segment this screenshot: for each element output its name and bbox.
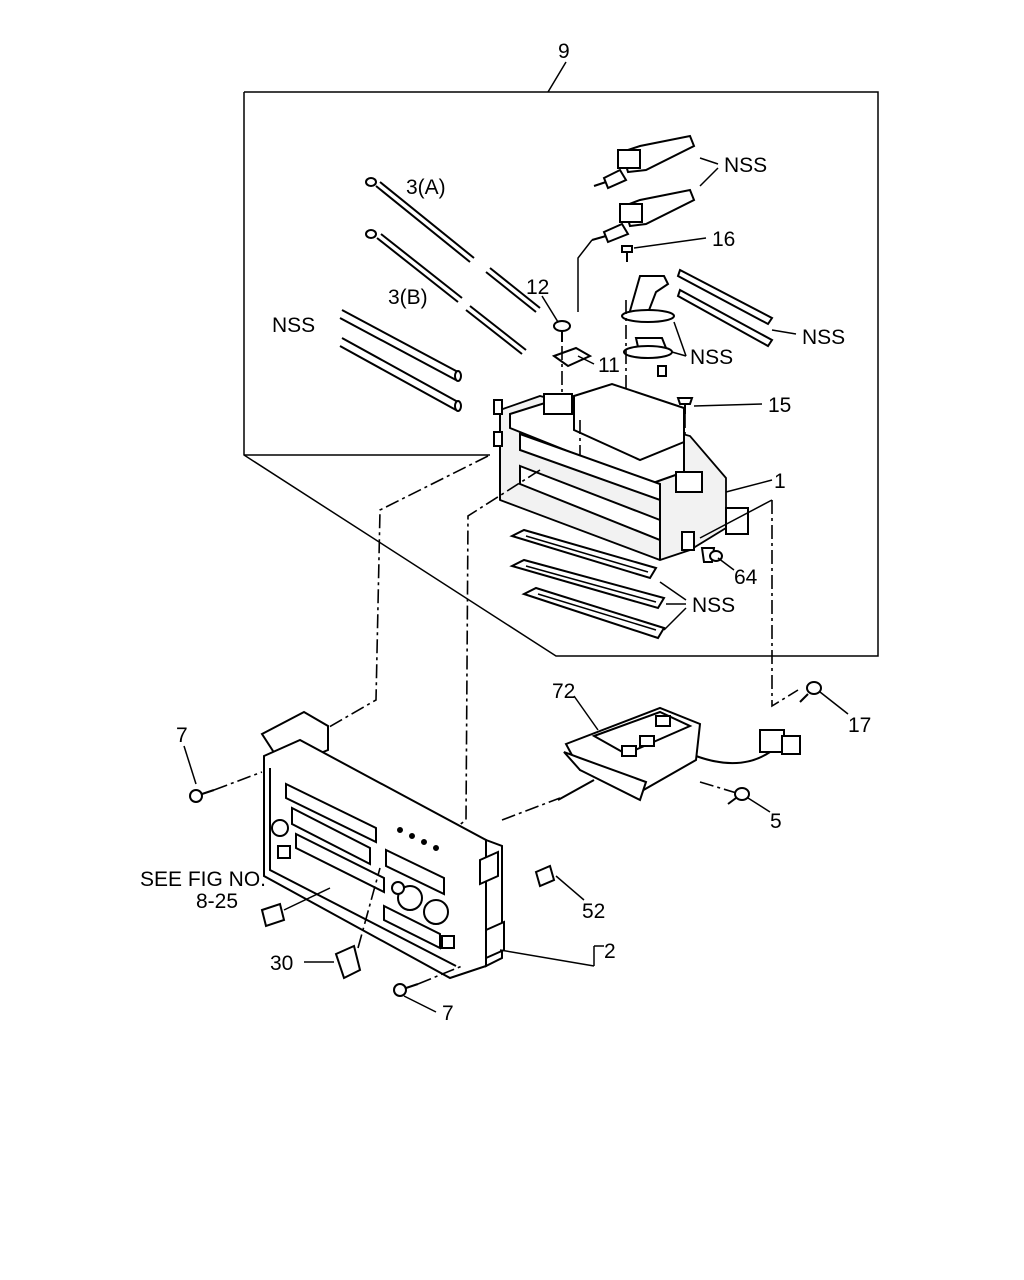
clip-11 [551,346,595,400]
label-nss-levers: NSS [690,346,733,369]
screw-7-bottom [393,965,463,1013]
label-panel-2: 2 [604,940,616,963]
label-screw-7-top: 7 [176,724,188,747]
label-nss-connectors: NSS [724,154,767,177]
blower-switch-72 [557,695,801,802]
nss-connectors [577,134,719,312]
label-assembly-9: 9 [558,40,570,63]
screw-12 [541,295,571,342]
control-panel-2 [260,710,604,980]
label-see-fig-line2: 8-25 [196,890,238,913]
knob-ref-8-25 [260,887,331,928]
screw-7-top [183,745,263,803]
knob-52 [534,864,585,901]
nss-rods-right [676,268,797,348]
label-screw-64: 64 [734,566,758,589]
assembly-9-outline [243,61,879,657]
label-nss-slides: NSS [692,594,735,617]
nss-levers [621,275,687,428]
control-housing-1 [493,382,773,561]
control-rods-3 [365,177,541,355]
screw-16 [621,237,707,262]
label-screw-15: 15 [768,394,791,417]
label-part-11: 11 [598,354,620,377]
label-blower-72: 72 [552,680,575,703]
label-nss-rods-left: NSS [272,314,315,337]
label-knob-30: 30 [270,952,293,975]
leader-lines [323,420,799,833]
nss-rods-left [339,309,462,412]
label-rod-3a: 3(A) [406,176,446,199]
label-nss-rods-right: NSS [802,326,845,349]
label-screw-16: 16 [712,228,735,251]
screw-5 [727,787,771,813]
label-rod-3b: 3(B) [388,286,428,309]
label-screw-7-bottom: 7 [442,1002,454,1025]
label-see-fig-line1: SEE FIG NO. [140,868,266,891]
label-housing-1: 1 [774,470,786,493]
label-screw-5: 5 [770,810,782,833]
screw-17 [799,681,849,715]
label-knob-52: 52 [582,900,605,923]
nss-slides [509,528,687,640]
knob-30 [304,867,381,980]
label-screw-17: 17 [848,714,871,737]
screw-64 [700,547,735,571]
label-part-12: 12 [526,276,549,299]
